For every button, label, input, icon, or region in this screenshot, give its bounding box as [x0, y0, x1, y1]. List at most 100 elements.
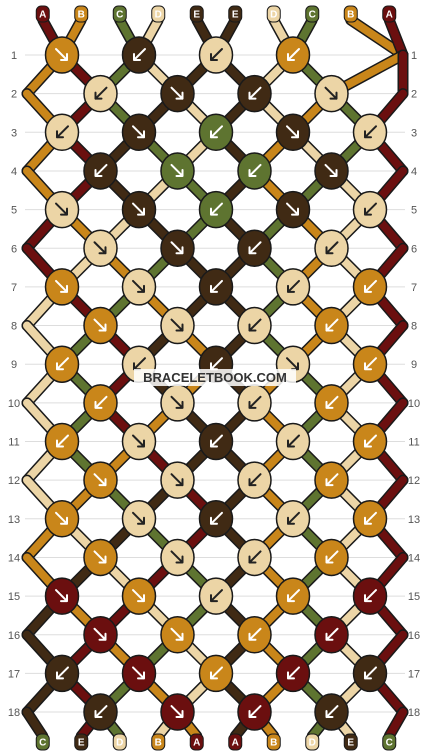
knot	[83, 693, 118, 731]
row-label-right: 10	[408, 398, 420, 410]
knot	[314, 384, 349, 422]
knot	[44, 268, 80, 306]
row-label-left: 2	[11, 89, 17, 101]
arrow-down-left-icon	[210, 125, 223, 139]
knot	[237, 229, 272, 267]
strand-end-tab: A	[228, 733, 243, 751]
strand-segment	[385, 708, 407, 740]
arrow-down-left-icon	[287, 48, 300, 61]
knot	[314, 538, 349, 577]
knot	[352, 422, 388, 461]
knot-grid	[44, 36, 388, 731]
knot	[121, 190, 157, 229]
arrow-down-right-icon	[55, 202, 68, 216]
arrow-down-right-icon	[286, 125, 299, 139]
row-label-right: 11	[408, 437, 419, 449]
knot	[352, 577, 388, 615]
strand-end-tab: B	[74, 5, 89, 23]
strand-letter: E	[193, 10, 200, 21]
arrow-down-left-icon	[210, 48, 223, 61]
row-label-right: 5	[411, 205, 417, 217]
knot	[160, 461, 195, 499]
knot	[160, 306, 195, 345]
row-label-left: 8	[11, 321, 17, 333]
knot	[198, 577, 234, 615]
knot	[83, 616, 118, 654]
arrow-down-left-icon	[210, 666, 223, 680]
arrow-down-right-icon	[132, 279, 145, 293]
arrow-down-left-icon	[56, 357, 69, 371]
knot	[121, 268, 157, 306]
arrow-down-left-icon	[94, 395, 108, 409]
row-label-left: 7	[11, 282, 17, 294]
arrow-down-left-icon	[248, 473, 262, 487]
arrow-down-right-icon	[93, 550, 107, 564]
knot	[121, 577, 157, 615]
strand-letter: B	[155, 738, 162, 749]
row-label-left: 6	[11, 243, 17, 255]
arrow-down-right-icon	[170, 550, 184, 564]
arrow-down-left-icon	[325, 627, 339, 641]
arrow-down-right-icon	[93, 627, 107, 641]
row-label-right: 4	[411, 166, 417, 178]
knot	[198, 654, 234, 693]
arrow-down-right-icon	[170, 241, 184, 255]
arrow-down-right-icon	[170, 627, 184, 641]
knot	[275, 268, 311, 306]
knot	[198, 268, 234, 306]
knot	[237, 693, 272, 731]
arrow-down-left-icon	[287, 434, 300, 448]
knot	[44, 36, 80, 74]
knot	[198, 190, 234, 229]
row-label-right: 15	[408, 591, 420, 603]
knot	[275, 577, 311, 615]
strand-segment	[346, 16, 407, 59]
knot	[44, 654, 80, 693]
knot	[198, 422, 234, 461]
row-label-left: 9	[11, 359, 17, 371]
arrow-down-left-icon	[364, 125, 377, 139]
strand-letter: A	[232, 738, 239, 749]
strand-letter: D	[270, 10, 277, 21]
arrow-down-left-icon	[364, 511, 377, 525]
row-label-left: 17	[8, 668, 20, 680]
strand-letter: C	[39, 738, 46, 749]
arrow-down-left-icon	[56, 125, 69, 139]
arrow-down-left-icon	[248, 550, 262, 564]
row-label-right: 7	[411, 282, 417, 294]
arrow-down-left-icon	[56, 434, 69, 448]
knot	[160, 74, 195, 113]
arrow-down-left-icon	[248, 627, 262, 641]
arrow-down-right-icon	[93, 473, 107, 487]
row-label-right: 6	[411, 243, 417, 255]
arrow-down-right-icon	[55, 511, 68, 525]
knot	[83, 306, 118, 345]
knot	[237, 384, 272, 422]
arrow-down-left-icon	[364, 279, 377, 293]
knot	[121, 500, 157, 538]
knot	[237, 616, 272, 654]
knot	[160, 229, 195, 267]
knot	[314, 306, 349, 345]
strand-letter: E	[78, 738, 85, 749]
arrow-down-left-icon	[248, 705, 262, 719]
strand-letter: A	[193, 738, 200, 749]
knot	[121, 422, 157, 461]
strand-end-tab: B	[343, 5, 358, 23]
strand-letter: C	[386, 738, 393, 749]
knot	[44, 500, 80, 538]
strand-end-tab: D	[151, 5, 166, 23]
arrow-down-left-icon	[325, 395, 339, 409]
knot	[160, 693, 195, 731]
arrow-down-left-icon	[287, 666, 300, 680]
knot	[237, 538, 272, 577]
strand-letter: A	[39, 10, 46, 21]
knot	[352, 345, 388, 383]
arrow-down-left-icon	[248, 241, 262, 255]
strand-end-tab: A	[35, 5, 50, 23]
arrow-down-right-icon	[170, 395, 184, 409]
row-label-left: 18	[8, 707, 20, 719]
row-label-right: 13	[408, 514, 420, 526]
